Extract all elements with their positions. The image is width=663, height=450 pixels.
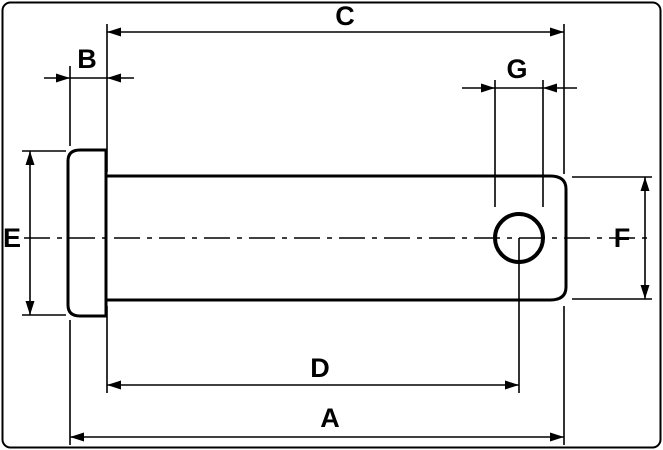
arrowhead (107, 27, 121, 37)
arrowhead (543, 83, 557, 93)
arrowhead (550, 27, 564, 37)
pin-body (66, 148, 568, 318)
pin-head (66, 148, 108, 318)
arrowhead (25, 301, 35, 315)
pin-shaft (104, 174, 568, 302)
dimension-label-e: E (3, 223, 21, 253)
dimension-e: E (3, 150, 66, 316)
dimension-f: F (572, 176, 652, 300)
arrowhead (107, 73, 121, 83)
arrowhead (70, 432, 84, 442)
arrowhead (550, 432, 564, 442)
arrowhead (640, 285, 650, 299)
arrowhead (25, 151, 35, 165)
arrowhead (481, 83, 495, 93)
dimension-label-g: G (506, 54, 527, 84)
dimension-b: B (44, 44, 134, 146)
arrowhead (505, 380, 519, 390)
dimension-c: C (106, 1, 565, 174)
dimension-label-c: C (335, 1, 355, 31)
arrowhead (56, 73, 70, 83)
dimension-g: G (462, 54, 577, 207)
dimension-label-d: D (310, 353, 330, 383)
arrowhead (640, 177, 650, 191)
dimension-label-b: B (77, 44, 97, 74)
dimension-a: A (69, 306, 565, 445)
dimension-label-f: F (614, 223, 631, 253)
dimension-d: D (106, 238, 520, 393)
arrowhead (107, 380, 121, 390)
dimension-label-a: A (320, 403, 340, 433)
